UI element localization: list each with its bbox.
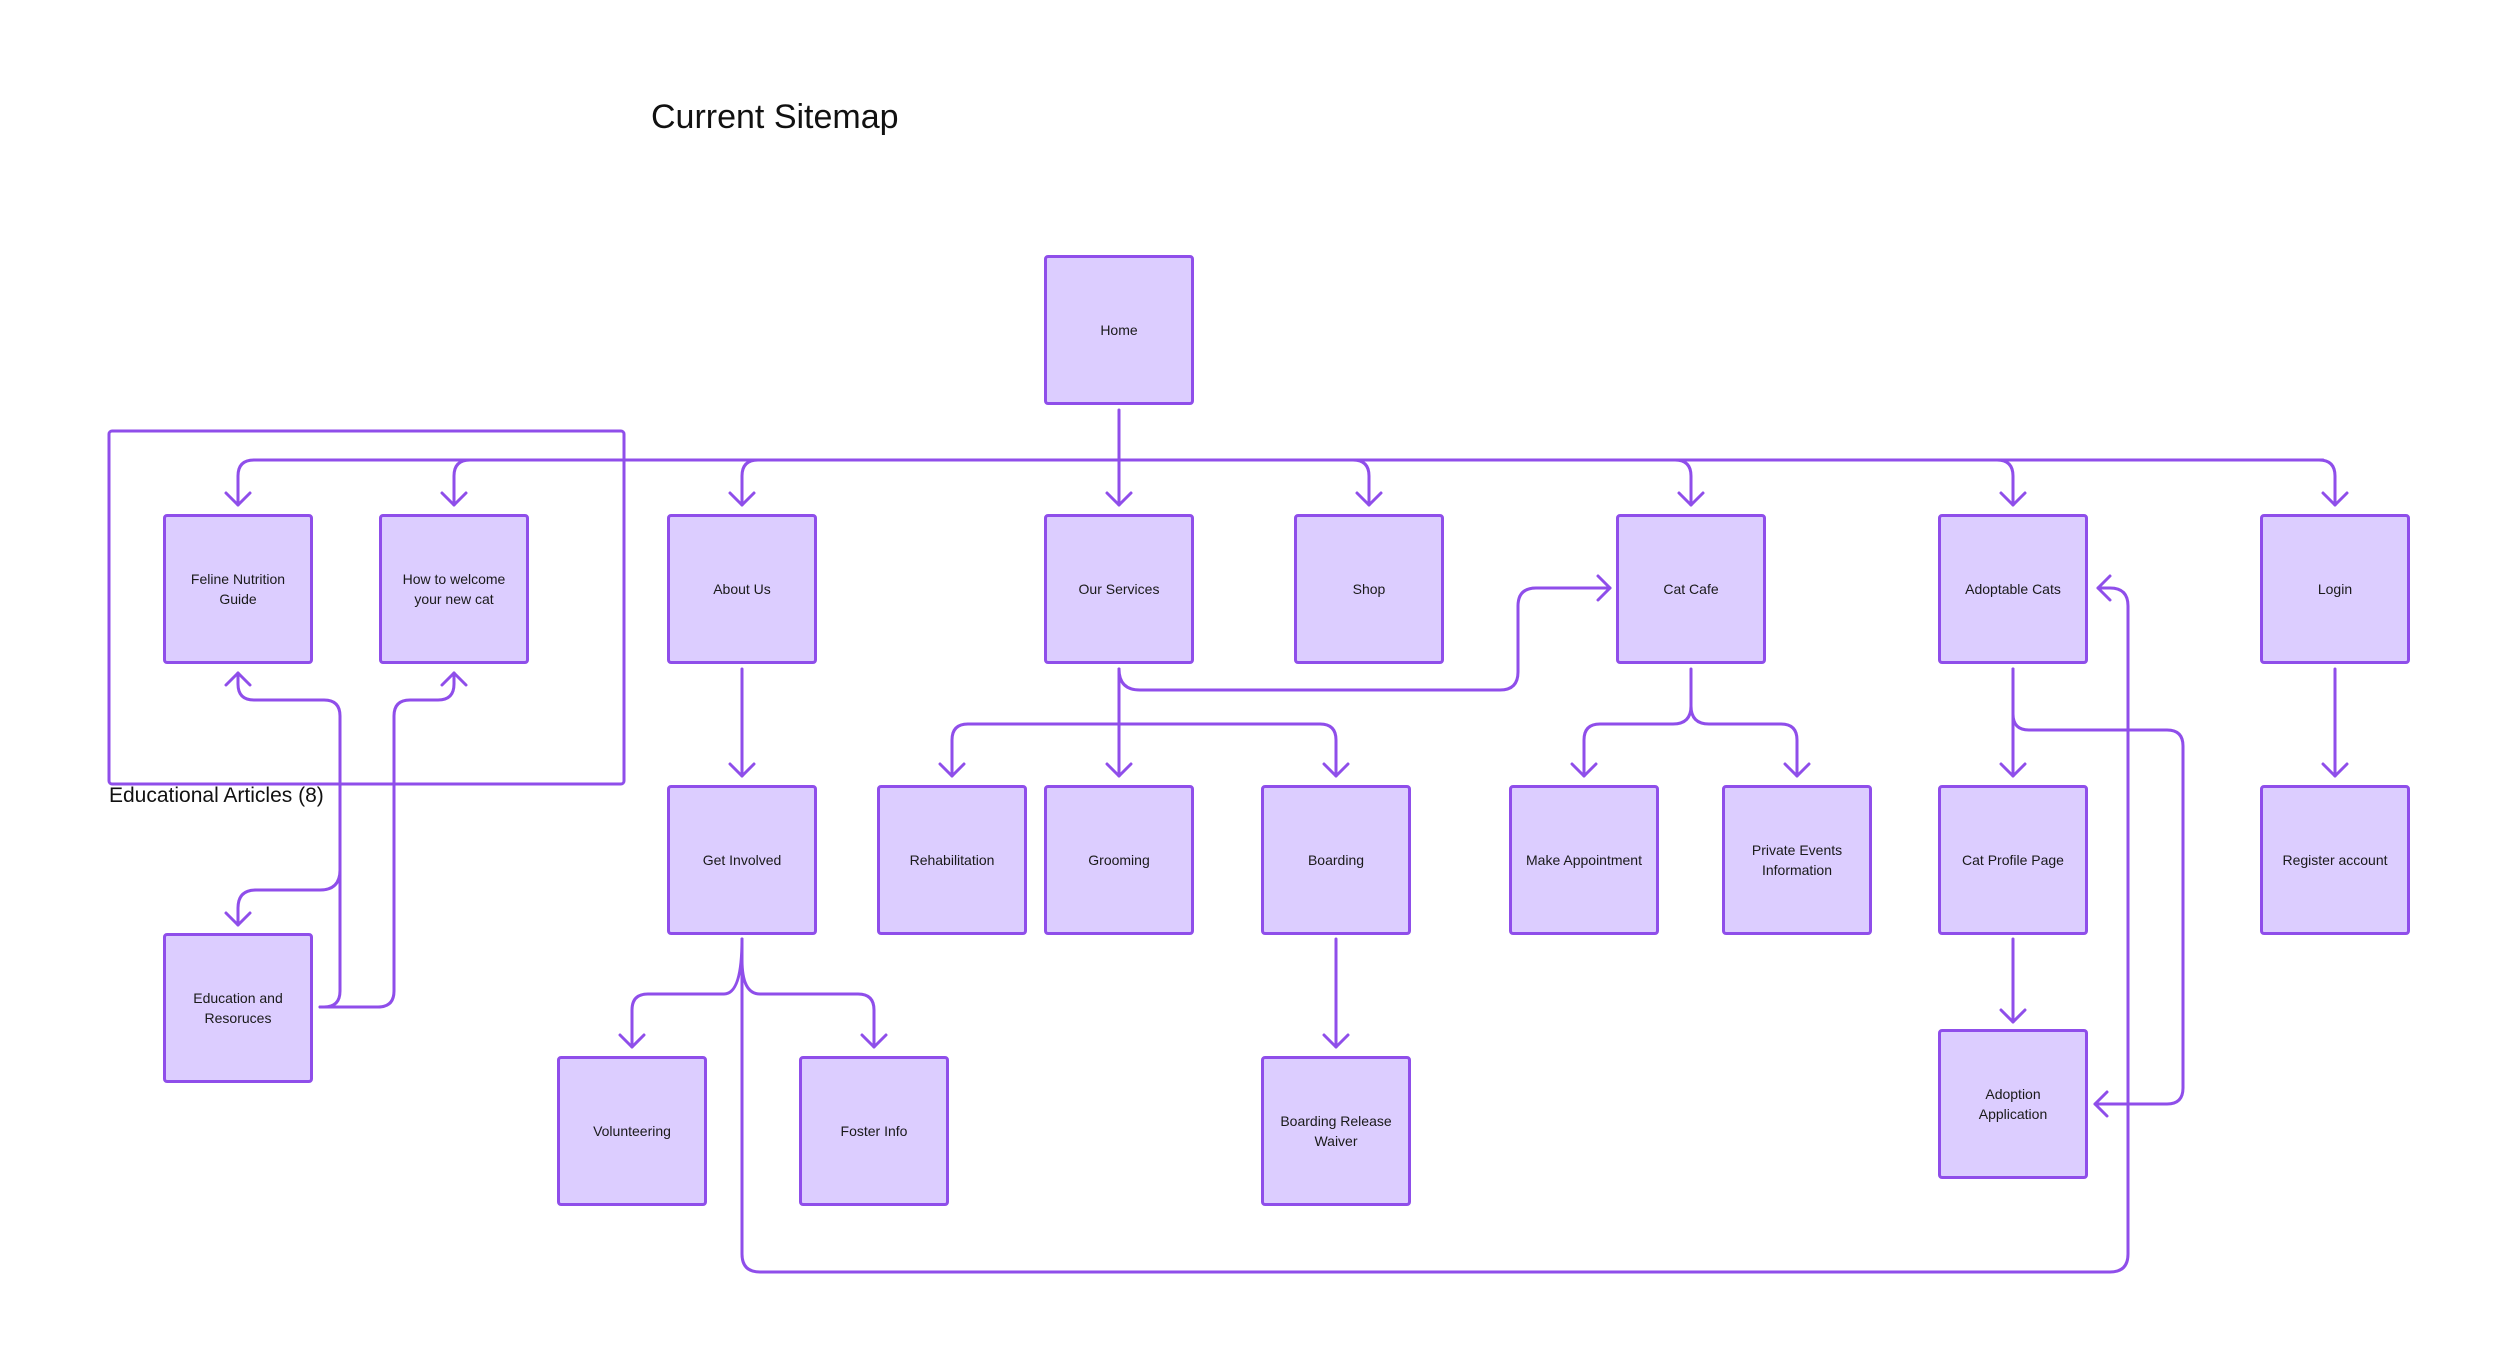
connector-to-boarding — [1318, 722, 1338, 778]
connector-get-involved-bus — [630, 937, 744, 1049]
node-get-involved[interactable]: Get Involved — [667, 785, 817, 935]
educational-articles-label: Educational Articles (8) — [109, 784, 324, 807]
connector-to-foster — [740, 958, 876, 1049]
node-register-account[interactable]: Register account — [2260, 785, 2410, 935]
connector-education-welcome — [318, 671, 456, 1009]
connector-to-feline — [236, 458, 256, 507]
connector-get-involved-adoptable — [740, 586, 2130, 1274]
node-private-events[interactable]: Private Events Information — [1722, 785, 1872, 935]
connector-to-adoptable — [1995, 458, 2015, 507]
educational-articles-group — [107, 429, 626, 786]
page-title: Current Sitemap — [651, 98, 899, 136]
connector-to-shop — [1351, 458, 1371, 507]
node-cat-cafe[interactable]: Cat Cafe — [1616, 514, 1766, 664]
connector-nutrition-education — [236, 868, 342, 927]
connector-to-rehab — [950, 722, 970, 778]
node-cat-profile-page[interactable]: Cat Profile Page — [1938, 785, 2088, 935]
node-make-appointment[interactable]: Make Appointment — [1509, 785, 1659, 935]
node-education-resources[interactable]: Education and Resoruces — [163, 933, 313, 1083]
node-boarding[interactable]: Boarding — [1261, 785, 1411, 935]
node-home[interactable]: Home — [1044, 255, 1194, 405]
node-foster-info[interactable]: Foster Info — [799, 1056, 949, 1206]
node-adoptable-cats[interactable]: Adoptable Cats — [1938, 514, 2088, 664]
connector-to-welcome — [452, 458, 472, 507]
connector-cafe-private — [1689, 704, 1799, 778]
connector-to-about — [740, 458, 760, 507]
connector-cafe-trunk — [1582, 667, 1693, 778]
node-rehabilitation[interactable]: Rehabilitation — [877, 785, 1027, 935]
node-volunteering[interactable]: Volunteering — [557, 1056, 707, 1206]
connector-services-cafe — [1117, 586, 1612, 692]
node-about-us[interactable]: About Us — [667, 514, 817, 664]
connector-adoptable-application — [2011, 667, 2185, 1106]
node-how-to-welcome[interactable]: How to welcome your new cat — [379, 514, 529, 664]
connector-education-nutrition — [236, 671, 342, 1009]
node-shop[interactable]: Shop — [1294, 514, 1444, 664]
node-grooming[interactable]: Grooming — [1044, 785, 1194, 935]
node-boarding-release-waiver[interactable]: Boarding Release Waiver — [1261, 1056, 1411, 1206]
node-our-services[interactable]: Our Services — [1044, 514, 1194, 664]
connector-to-login — [2317, 458, 2337, 507]
node-feline-nutrition-guide[interactable]: Feline Nutrition Guide — [163, 514, 313, 664]
connector-to-cafe — [1673, 458, 1693, 507]
arrowheads — [224, 491, 2349, 1118]
node-adoption-application[interactable]: Adoption Application — [1938, 1029, 2088, 1179]
node-login[interactable]: Login — [2260, 514, 2410, 664]
